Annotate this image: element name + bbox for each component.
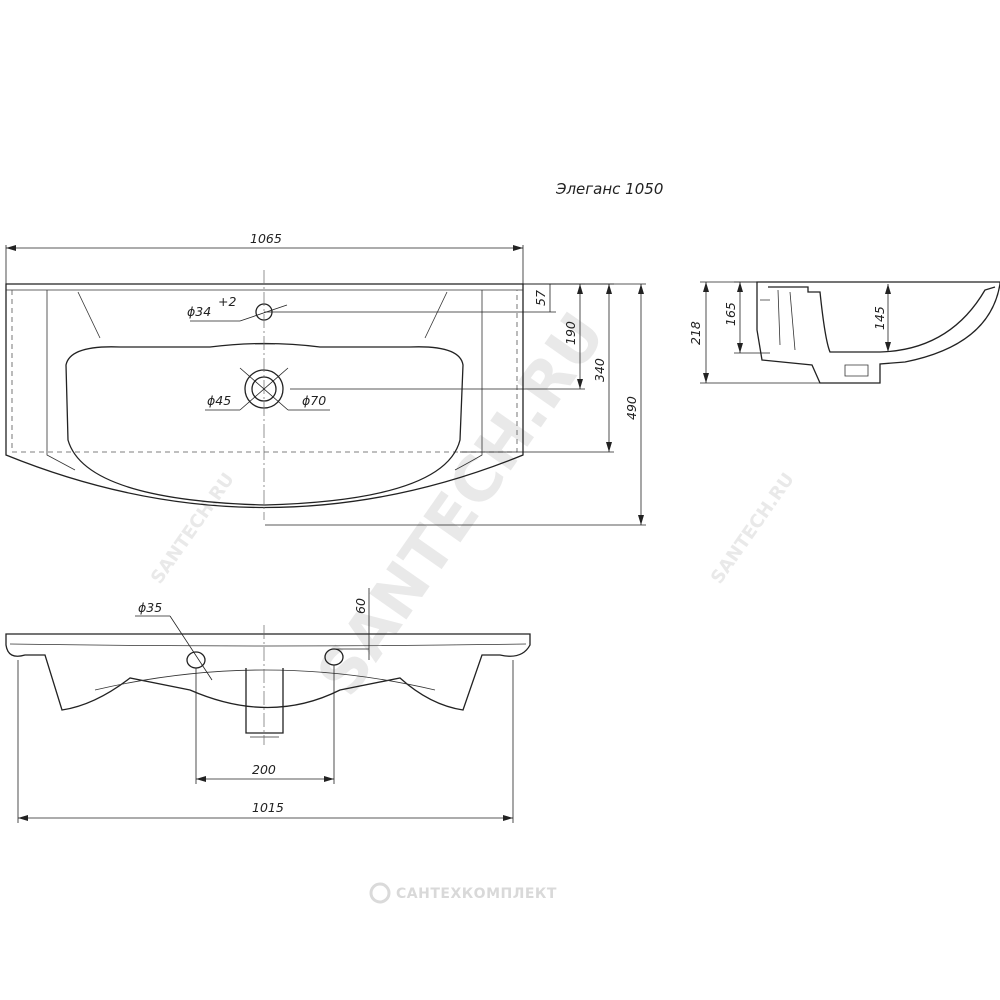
dim-depth-57: 57 bbox=[264, 283, 556, 313]
side-section-view: 218 165 145 bbox=[688, 281, 1000, 384]
logo-text: САНТЕХКОМПЛЕКТ bbox=[396, 886, 557, 902]
dim-tap-hole: ϕ34 +2 bbox=[187, 294, 288, 322]
dim-height-165: 165 bbox=[723, 281, 770, 354]
logo-watermark: САНТЕХКОМПЛЕКТ bbox=[369, 882, 557, 904]
dim-bottom-width-label: 1015 bbox=[252, 800, 284, 815]
top-view-cabinet-outline bbox=[11, 290, 518, 453]
dim-depth-57-label: 57 bbox=[533, 290, 548, 306]
dim-depth-190-label: 190 bbox=[563, 321, 578, 345]
dim-drain-outer-label: ϕ70 bbox=[302, 393, 326, 408]
front-view-outline bbox=[5, 633, 531, 711]
dim-offset-60-label: 60 bbox=[353, 598, 368, 614]
top-view: 1065 ϕ34 +2 ϕ45 ϕ70 57 bbox=[5, 231, 646, 526]
top-view-deck-right bbox=[454, 290, 483, 471]
front-view-trap bbox=[245, 668, 284, 734]
dim-holes-spacing: 200 bbox=[195, 665, 335, 784]
dim-overall-width-label: 1065 bbox=[250, 231, 282, 246]
dim-height-145: 145 bbox=[872, 284, 891, 352]
logo-icon bbox=[369, 882, 391, 904]
section-outer-profile bbox=[756, 281, 1000, 384]
dim-bottom-width: 1015 bbox=[17, 660, 514, 823]
section-wall-line bbox=[760, 289, 796, 351]
dim-height-145-label: 145 bbox=[872, 306, 887, 330]
dim-depth-490: 490 bbox=[265, 283, 646, 526]
watermark-main: SANTECH.RU bbox=[302, 300, 619, 709]
front-view-bowl-curve bbox=[94, 669, 436, 691]
dim-depth-340-label: 340 bbox=[592, 358, 607, 382]
dim-holes-spacing-label: 200 bbox=[252, 762, 276, 777]
dim-height-165-label: 165 bbox=[723, 302, 738, 326]
top-view-outline bbox=[5, 283, 524, 509]
dim-depth-490-label: 490 bbox=[624, 396, 639, 420]
dim-hole-35: ϕ35 bbox=[135, 600, 213, 681]
dim-height-218: 218 bbox=[688, 281, 820, 384]
dim-height-218-label: 218 bbox=[688, 321, 703, 345]
watermark-small-right: SANTECH.RU bbox=[707, 469, 799, 588]
front-view: ϕ35 60 200 1015 bbox=[5, 588, 531, 823]
top-view-basin bbox=[65, 342, 464, 506]
dim-overall-width: 1065 bbox=[5, 231, 524, 284]
front-view-rim bbox=[9, 643, 527, 647]
dim-drain: ϕ45 ϕ70 bbox=[205, 367, 330, 411]
section-trap-detail bbox=[844, 364, 869, 377]
drawing-title: Элеганс 1050 bbox=[555, 180, 663, 198]
section-inner-profile bbox=[768, 286, 996, 353]
dim-drain-inner-label: ϕ45 bbox=[207, 393, 231, 408]
watermark-small-left: SANTECH.RU bbox=[147, 469, 239, 588]
dim-hole-35-label: ϕ35 bbox=[138, 600, 162, 615]
top-view-deck-left bbox=[46, 290, 76, 471]
dim-tap-hole-tol: +2 bbox=[218, 294, 236, 309]
top-view-taper-right bbox=[424, 291, 448, 339]
dim-offset-60: 60 bbox=[334, 588, 370, 660]
dim-tap-hole-label: ϕ34 bbox=[187, 304, 211, 319]
top-view-taper-left bbox=[77, 291, 101, 339]
